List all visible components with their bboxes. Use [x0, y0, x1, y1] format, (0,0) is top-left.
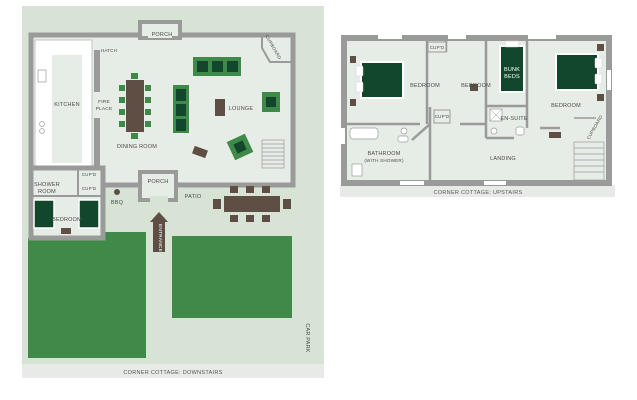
bed-right [555, 53, 599, 91]
cupboard-wall [261, 37, 291, 63]
patio-table [224, 196, 280, 212]
label-fireplace-2: PLACE [96, 106, 113, 112]
bed-left [360, 61, 404, 99]
annex-bed-left [33, 199, 55, 229]
upstairs-interior-walls [346, 40, 560, 180]
lawn-right [172, 236, 292, 318]
annex-bed-right [78, 199, 100, 229]
ensuite-basin [515, 126, 525, 136]
kitchen-floor [52, 55, 82, 163]
porch-top-door [148, 33, 172, 38]
label-landing: LANDING [490, 156, 516, 162]
label-patio: PATIO [185, 194, 202, 200]
entrance-arrow-icon [150, 212, 168, 252]
label-fireplace-1: FIRE [98, 99, 110, 105]
dining-table [126, 80, 144, 132]
downstairs-caption-bar [22, 364, 324, 378]
shower-tray [351, 163, 363, 177]
porch-bottom [138, 170, 178, 202]
cupboard-top-box [427, 41, 447, 53]
label-bedroom-left: BEDROOM [410, 83, 440, 89]
bathtub [349, 127, 379, 140]
label-bedroom-mid: BEDROOM [461, 83, 491, 89]
cupboard-mid-box [433, 109, 451, 124]
bbq-icon [114, 189, 120, 195]
label-bunk-beds-2: BEDS [504, 74, 520, 80]
label-entrance: ENTRANCE [157, 224, 163, 252]
patio-chairs [213, 186, 291, 222]
label-bbq: BBQ [111, 200, 124, 206]
coffee-table [215, 99, 225, 116]
label-cupd-2: CUP'D [82, 186, 97, 191]
stairs-down [261, 139, 285, 169]
lower-path [146, 318, 292, 342]
label-bedroom-down: BEDROOM [52, 217, 82, 223]
basin-icon [397, 135, 409, 143]
label-bathroom-2: (WITH SHOWER) [364, 158, 404, 163]
label-cupd-top: CUP'D [430, 45, 445, 50]
dining-chairs [119, 73, 151, 139]
label-dining-room: DINING ROOM [117, 144, 157, 150]
label-shower-room-2: ROOM [38, 189, 56, 195]
label-car-park: CAR PARK [304, 323, 310, 352]
downstairs-caption: CORNER COTTAGE: DOWNSTAIRS [123, 370, 222, 376]
upstairs-plan: CORNER COTTAGE: UPSTAIRS [340, 35, 615, 197]
ensuite-toilet [490, 127, 498, 135]
label-shower-room-1: SHOWER [34, 182, 60, 188]
upstairs-caption-bar [340, 185, 615, 197]
fireplace-gap [94, 92, 100, 118]
toilet-icon [400, 127, 408, 135]
label-bunk-beds-1: BUNK [504, 67, 520, 73]
label-en-suite: EN-SUITE [500, 116, 527, 122]
label-bedroom-right: BEDROOM [551, 103, 581, 109]
label-porch-bottom: PORCH [148, 179, 169, 185]
hob-icon [39, 128, 45, 134]
downstairs-plan: CORNER COTTAGE: DOWNSTAIRS [22, 6, 324, 378]
label-lounge: LOUNGE [229, 106, 254, 112]
hob-icon [39, 121, 45, 127]
label-hatch: HATCH [101, 48, 117, 53]
label-porch-top: PORCH [152, 32, 173, 38]
label-bathroom-1: BATHROOM [368, 151, 401, 157]
label-kitchen: KITCHEN [54, 102, 80, 108]
bedside-tables [350, 44, 604, 138]
side-table [192, 145, 208, 159]
stairs-up [573, 141, 605, 181]
sink-icon [37, 69, 47, 83]
label-cupd-1: CUP'D [82, 172, 97, 177]
upstairs-caption: CORNER COTTAGE: UPSTAIRS [434, 190, 523, 196]
bedside-table [61, 228, 71, 234]
label-cupd-mid: CUP'D [435, 114, 450, 119]
lawn-left [28, 232, 146, 358]
